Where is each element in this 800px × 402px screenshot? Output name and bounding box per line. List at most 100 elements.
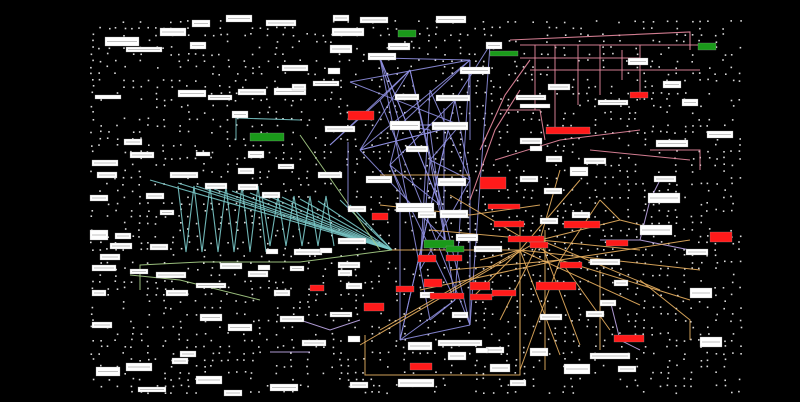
grid-dot xyxy=(194,145,196,147)
grid-dot xyxy=(475,92,477,94)
grid-dot xyxy=(90,313,93,315)
grid-dot xyxy=(442,60,444,62)
grid-dot xyxy=(700,365,703,368)
grid-dot xyxy=(162,47,164,49)
grid-dot xyxy=(636,53,639,56)
grid-dot xyxy=(475,164,478,167)
grid-dot xyxy=(212,34,215,37)
grid-dot xyxy=(651,27,653,29)
grid-dot xyxy=(252,72,254,75)
alert-node xyxy=(409,362,433,371)
grid-dot xyxy=(114,27,117,29)
grid-dot xyxy=(676,216,678,218)
grid-dot xyxy=(124,373,126,375)
process-node xyxy=(319,247,333,254)
grid-dot xyxy=(668,360,671,362)
grid-dot xyxy=(164,340,167,342)
grid-dot xyxy=(739,158,741,160)
grid-dot xyxy=(523,346,525,349)
grid-dot xyxy=(723,156,725,159)
grid-dot xyxy=(666,215,669,217)
grid-dot xyxy=(172,241,174,244)
grid-dot xyxy=(100,241,102,244)
grid-dot xyxy=(404,221,407,224)
grid-dot xyxy=(474,53,476,56)
grid-dot xyxy=(636,281,638,283)
grid-dot xyxy=(282,267,285,270)
grid-dot xyxy=(668,105,671,107)
grid-dot xyxy=(387,144,389,147)
grid-dot xyxy=(346,158,348,160)
grid-dot xyxy=(251,27,254,29)
grid-dot xyxy=(228,351,231,354)
grid-dot xyxy=(620,229,622,232)
grid-dot xyxy=(514,280,516,282)
grid-dot xyxy=(642,182,644,185)
grid-dot xyxy=(645,248,647,251)
grid-dot xyxy=(108,379,111,381)
grid-dot xyxy=(324,99,327,101)
grid-dot xyxy=(114,177,116,180)
grid-dot xyxy=(299,307,301,309)
grid-dot xyxy=(164,377,166,380)
grid-dot xyxy=(140,98,143,100)
grid-dot xyxy=(716,262,719,264)
grid-dot xyxy=(626,288,629,290)
grid-dot xyxy=(643,307,645,309)
grid-dot xyxy=(378,151,381,153)
grid-dot xyxy=(636,313,638,315)
grid-dot xyxy=(139,176,142,178)
grid-dot xyxy=(170,21,172,24)
grid-dot xyxy=(500,241,502,243)
grid-dot xyxy=(508,74,510,76)
grid-dot xyxy=(724,189,726,191)
grid-dot xyxy=(132,131,135,133)
grid-dot xyxy=(346,138,349,141)
grid-dot xyxy=(604,176,607,179)
grid-dot xyxy=(363,151,365,153)
grid-dot xyxy=(483,60,485,63)
grid-dot xyxy=(452,93,455,95)
grid-dot xyxy=(92,85,95,87)
grid-dot xyxy=(131,27,133,30)
grid-dot xyxy=(627,208,629,211)
grid-dot xyxy=(636,384,639,387)
grid-dot xyxy=(244,79,247,81)
grid-dot xyxy=(676,364,678,367)
grid-dot xyxy=(402,132,404,134)
grid-dot xyxy=(619,40,621,42)
grid-dot xyxy=(563,54,566,56)
grid-dot xyxy=(500,274,502,277)
grid-dot xyxy=(164,307,167,309)
grid-dot xyxy=(426,268,429,271)
grid-dot xyxy=(114,72,116,74)
grid-dot xyxy=(715,371,717,373)
grid-dot xyxy=(340,294,342,296)
grid-dot xyxy=(268,280,270,282)
grid-dot xyxy=(347,21,349,23)
grid-dot xyxy=(730,320,732,323)
grid-dot xyxy=(498,228,501,231)
grid-dot xyxy=(651,254,653,257)
grid-dot xyxy=(683,254,686,256)
alert-node xyxy=(423,278,443,288)
grid-dot xyxy=(282,345,285,347)
grid-dot xyxy=(572,93,575,95)
grid-dot xyxy=(179,229,181,232)
grid-dot xyxy=(491,67,493,69)
grid-dot xyxy=(556,210,559,212)
grid-dot xyxy=(684,79,686,82)
grid-dot xyxy=(731,209,733,212)
grid-dot xyxy=(276,314,279,316)
grid-dot xyxy=(260,131,262,133)
grid-dot xyxy=(611,267,613,269)
grid-dot xyxy=(683,274,685,277)
grid-dot xyxy=(730,99,733,102)
grid-dot xyxy=(644,203,647,205)
grid-dot xyxy=(724,345,727,347)
grid-dot xyxy=(650,65,652,68)
grid-dot xyxy=(164,288,167,290)
grid-dot xyxy=(130,215,133,218)
grid-dot xyxy=(282,53,284,55)
grid-dot xyxy=(636,261,638,264)
